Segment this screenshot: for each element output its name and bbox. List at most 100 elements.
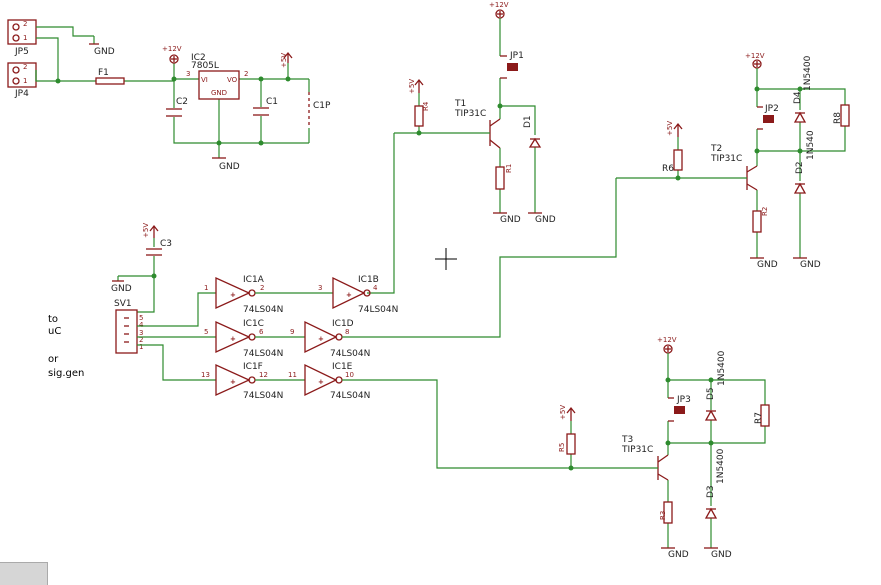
part-label: IC1E bbox=[332, 362, 353, 372]
jumper-jp1: JP1 bbox=[500, 51, 524, 79]
gnd-symbol-t1: GND bbox=[493, 212, 521, 225]
part-label: GND bbox=[211, 89, 227, 97]
part-label: 2 bbox=[139, 336, 143, 344]
part-label: 9 bbox=[290, 328, 294, 336]
part-label: 74LS04N bbox=[330, 391, 370, 401]
part-label: 5 bbox=[204, 328, 208, 336]
gnd-symbol-d1: GND bbox=[528, 212, 556, 225]
part-label: IC1C bbox=[243, 319, 264, 329]
resistor-r5: R5 bbox=[558, 433, 576, 455]
vcc-5v-r5: +5V bbox=[559, 405, 576, 421]
part-label: +12V bbox=[657, 336, 677, 344]
gnd-symbol-jp5: GND bbox=[89, 36, 115, 57]
jp5-label: JP5 bbox=[14, 47, 29, 57]
svg-text:+: + bbox=[230, 291, 236, 299]
part-label: 74LS04N bbox=[330, 349, 370, 359]
part-label: R5 bbox=[558, 443, 566, 452]
diode-d3: D3 1N5400 bbox=[704, 448, 726, 519]
part-label: 13 bbox=[201, 371, 210, 379]
part-label: 3 bbox=[139, 329, 143, 337]
cursor-crosshair bbox=[435, 248, 457, 270]
part-label: TIP31C bbox=[621, 445, 653, 455]
part-label: R6 bbox=[662, 164, 674, 174]
part-label: 12 bbox=[259, 371, 268, 379]
part-label: +12V bbox=[162, 45, 182, 53]
part-label: 10 bbox=[345, 371, 354, 379]
jp4-connector: 2 1 JP4 bbox=[7, 62, 37, 99]
part-label: R1 bbox=[505, 164, 513, 173]
vcc-12v-t3: +12V bbox=[657, 336, 677, 354]
part-label: D5 bbox=[706, 387, 716, 400]
part-label: SV1 bbox=[114, 299, 132, 309]
part-label: TIP31C bbox=[454, 109, 486, 119]
part-label: +5V bbox=[280, 53, 288, 68]
capacitor-c1: C1 bbox=[253, 97, 278, 116]
part-label: IC2 bbox=[191, 53, 206, 63]
transistor-t2: T2 TIP31C bbox=[710, 144, 758, 191]
inverter-ic1b: + IC1B 74LS04N 3 4 bbox=[318, 275, 398, 315]
diode-d4: D4 1N5400 bbox=[793, 55, 813, 123]
part-label: C3 bbox=[160, 239, 172, 249]
part-label: C2 bbox=[176, 97, 188, 107]
part-label: 74LS04N bbox=[243, 349, 283, 359]
vcc-5v-r6: +5V bbox=[666, 121, 683, 137]
part-label: T1 bbox=[454, 99, 466, 109]
vcc-12v-t1: +12V bbox=[489, 1, 509, 19]
part-label: D3 bbox=[706, 485, 716, 498]
part-label: GND bbox=[757, 260, 778, 270]
part-label: IC1A bbox=[243, 275, 265, 285]
part-label: 3 bbox=[186, 70, 190, 78]
svg-text:+: + bbox=[318, 378, 324, 386]
resistor-r7: R7 bbox=[754, 404, 770, 427]
vcc-5v-r4: +5V bbox=[408, 79, 424, 94]
transistor-t3: T3 TIP31C bbox=[621, 435, 669, 481]
part-label: GND bbox=[535, 215, 556, 225]
part-label: +12V bbox=[489, 1, 509, 9]
part-label: +5V bbox=[666, 121, 674, 136]
inverter-ic1c: + IC1C 74LS04N 5 6 bbox=[204, 319, 283, 359]
part-label: C1 bbox=[266, 97, 278, 107]
gnd-symbol-d2: GND bbox=[793, 257, 821, 270]
part-label: 1 bbox=[23, 34, 27, 42]
inverter-ic1e: + IC1E 74LS04N 11 10 bbox=[288, 362, 370, 401]
part-label: 1N5400 bbox=[717, 350, 727, 386]
part-label: TIP31C bbox=[710, 154, 742, 164]
vcc-5v-c3: +5V bbox=[142, 223, 159, 238]
part-label: 1N5400 bbox=[803, 55, 813, 91]
gnd-symbol-sv1: GND bbox=[111, 276, 132, 294]
part-label: 4 bbox=[139, 321, 144, 329]
part-label: IC1F bbox=[243, 362, 263, 372]
part-label: C1P bbox=[313, 101, 331, 111]
part-label: T2 bbox=[710, 144, 722, 154]
part-label: 1 bbox=[204, 284, 208, 292]
part-label: 5 bbox=[139, 314, 143, 322]
part-label: 7805L bbox=[191, 61, 219, 71]
part-label: 1 bbox=[139, 343, 143, 351]
part-label: GND bbox=[500, 215, 521, 225]
connector-c1p: C1P bbox=[308, 92, 331, 128]
part-label: D4 bbox=[793, 91, 803, 104]
part-label: D2 bbox=[795, 161, 805, 174]
part-label: R8 bbox=[833, 112, 843, 124]
resistor-r1: R1 bbox=[495, 164, 513, 190]
part-label: R3 bbox=[659, 511, 667, 520]
part-label: +5V bbox=[142, 223, 150, 238]
jp5-connector: 2 1 JP5 bbox=[7, 19, 37, 57]
fuse-f1: F1 bbox=[95, 68, 125, 85]
part-label: 6 bbox=[259, 328, 264, 336]
part-label: VI bbox=[201, 76, 208, 84]
part-label: +5V bbox=[559, 405, 567, 420]
part-label: +5V bbox=[408, 79, 416, 94]
gnd-symbol-t3: GND bbox=[661, 547, 689, 560]
part-label: GND bbox=[711, 550, 732, 560]
part-label: 11 bbox=[288, 371, 297, 379]
part-label: to bbox=[48, 314, 58, 325]
part-label: JP1 bbox=[509, 51, 524, 61]
transistor-t1: T1 TIP31C bbox=[454, 99, 501, 149]
capacitor-c2: C2 bbox=[166, 97, 188, 117]
svg-text:+: + bbox=[318, 335, 324, 343]
part-label: 1N5400 bbox=[716, 448, 726, 484]
part-label: sig.gen bbox=[48, 368, 84, 379]
part-label: 3 bbox=[318, 284, 322, 292]
